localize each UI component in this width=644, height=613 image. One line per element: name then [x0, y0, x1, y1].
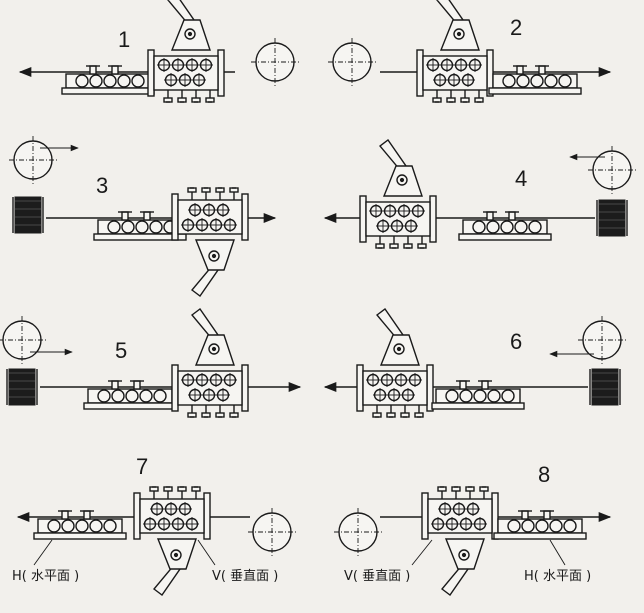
spool-icon — [577, 315, 627, 365]
panel-number: 3 — [96, 173, 108, 198]
vertical-straightener — [357, 309, 433, 417]
wire-coil-icon — [589, 368, 621, 406]
horizontal-straightener — [493, 510, 587, 540]
spool-icon — [247, 507, 297, 557]
panel-number: 4 — [515, 166, 527, 191]
horizontal-straightener — [458, 211, 552, 241]
panel-number: 8 — [538, 462, 550, 487]
vertical-straightener — [360, 140, 436, 248]
vertical-straightener — [172, 309, 248, 417]
vertical-straightener — [422, 487, 498, 595]
panel-4: 4 — [323, 140, 637, 248]
wire-coil-icon — [12, 196, 44, 234]
horizontal-plane-label: H( 水平面 ) — [12, 569, 79, 584]
vertical-plane-label: V( 垂直面 ) — [212, 569, 278, 584]
horizontal-straightener — [83, 380, 177, 410]
panel-7: 7 H( 水平面 ) V( 垂直面 ) — [12, 454, 297, 595]
horizontal-plane-label: H( 水平面 ) — [524, 569, 591, 584]
panel-3: 3 — [8, 135, 277, 296]
vertical-straightener — [148, 0, 224, 102]
spool-icon — [0, 315, 47, 365]
spool-icon — [8, 135, 58, 185]
panel-number: 5 — [115, 338, 127, 363]
panel-6: 6 — [323, 309, 627, 417]
vertical-plane-label: V( 垂直面 ) — [344, 569, 410, 584]
horizontal-straightener — [488, 65, 582, 95]
panel-number: 2 — [510, 15, 522, 40]
wire-coil-icon — [596, 199, 628, 237]
horizontal-straightener — [33, 510, 127, 540]
wire-coil-icon — [6, 368, 38, 406]
panel-number: 7 — [136, 454, 148, 479]
panel-5: 5 — [0, 309, 302, 417]
panel-8: 8 V( 垂直面 ) H( 水平面 ) — [333, 462, 612, 595]
panel-number: 1 — [118, 27, 130, 52]
vertical-straightener — [172, 188, 248, 296]
spool-icon — [587, 145, 637, 195]
spool-icon — [250, 37, 300, 87]
horizontal-straightener — [431, 380, 525, 410]
panel-number: 6 — [510, 329, 522, 354]
spool-icon — [327, 37, 377, 87]
spool-icon — [333, 507, 383, 557]
panel-2: 2 — [327, 0, 612, 102]
panel-1: 1 — [18, 0, 300, 102]
vertical-straightener — [417, 0, 493, 102]
horizontal-straightener — [61, 65, 155, 95]
